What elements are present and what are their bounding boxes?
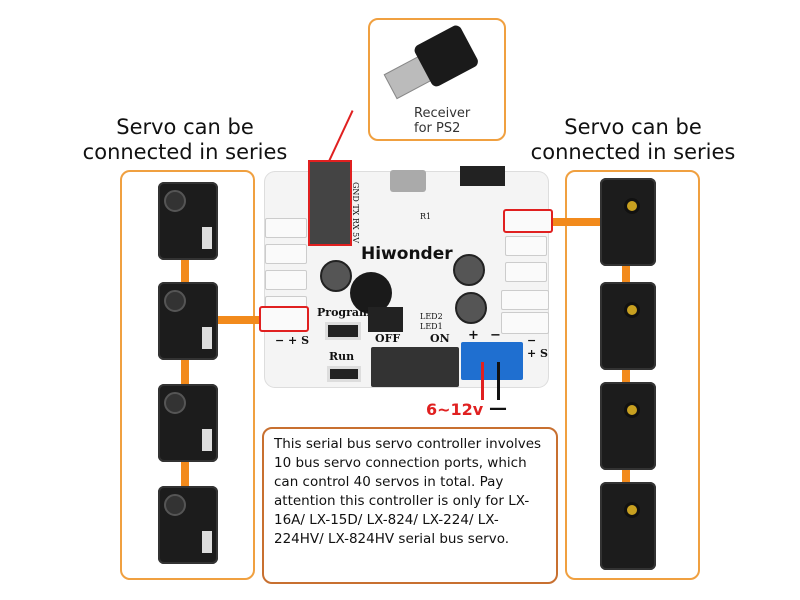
- positive-wire: [481, 362, 484, 400]
- servo-port-r2[interactable]: [505, 236, 547, 256]
- program-button[interactable]: [325, 322, 361, 340]
- pin-label: GND TX RX 5V: [351, 182, 360, 244]
- left-port-polarity: − + S: [275, 334, 310, 347]
- plus-label: +: [468, 328, 479, 343]
- servo-left-4: [158, 486, 218, 564]
- receiver-label: Receiver for PS2: [414, 106, 470, 136]
- servo-right-2: [600, 282, 656, 370]
- capacitor-2: [453, 254, 485, 286]
- negative-label: —: [489, 398, 507, 419]
- minus-label: −: [490, 328, 501, 343]
- usb-port: [390, 170, 426, 192]
- servo-right-3: [600, 382, 656, 470]
- right-title-line2: connected in series: [530, 140, 736, 164]
- switch-header: [460, 166, 505, 186]
- run-label: Run: [329, 350, 355, 363]
- right-port-polarity: − + S: [527, 334, 548, 360]
- controller-board: GND TX RX 5V R1 Hiwonder − + S Program L…: [259, 160, 553, 387]
- off-label: OFF: [375, 332, 401, 345]
- negative-wire: [497, 362, 500, 400]
- usb-receiver-image: [375, 16, 483, 111]
- right-servo-panel: [565, 170, 700, 580]
- capacitor-3: [455, 292, 487, 324]
- servo-left-2: [158, 282, 218, 360]
- r1-label: R1: [420, 212, 432, 221]
- left-title: Servo can be connected in series: [70, 115, 300, 165]
- servo-port-l3[interactable]: [265, 270, 307, 290]
- left-connection-cable: [200, 316, 265, 324]
- voltage-label: 6~12v: [426, 400, 484, 419]
- servo-left-3: [158, 384, 218, 462]
- servo-port-r4[interactable]: [501, 290, 549, 310]
- capacitor-1: [320, 260, 352, 292]
- servo-right-1: [600, 178, 656, 266]
- servo-port-l2[interactable]: [265, 244, 307, 264]
- servo-port-r5[interactable]: [501, 312, 549, 334]
- power-terminal: [461, 342, 523, 380]
- led2-label: LED2: [420, 312, 443, 321]
- brand-logo: Hiwonder: [361, 244, 453, 264]
- servo-left-1: [158, 182, 218, 260]
- right-title: Servo can be connected in series: [518, 115, 748, 165]
- run-button[interactable]: [327, 366, 361, 382]
- servo-port-l5-highlighted[interactable]: [259, 306, 309, 332]
- receiver-socket: [308, 160, 352, 246]
- led1-label: LED1: [420, 322, 443, 331]
- right-title-line1: Servo can be: [564, 115, 702, 139]
- on-label: ON: [430, 332, 450, 345]
- left-servo-panel: [120, 170, 255, 580]
- program-label: Program: [317, 306, 371, 319]
- left-title-line1: Servo can be: [116, 115, 254, 139]
- right-series-cable: [622, 200, 630, 540]
- description-box: This serial bus servo controller involve…: [262, 427, 558, 584]
- receiver-label-line2: for PS2: [414, 121, 461, 136]
- servo-right-4: [600, 482, 656, 570]
- left-series-cable: [181, 200, 189, 540]
- servo-port-r1-highlighted[interactable]: [503, 209, 553, 233]
- receiver-pointer-line: [328, 110, 354, 161]
- receiver-label-line1: Receiver: [414, 106, 471, 121]
- servo-port-l1[interactable]: [265, 218, 307, 238]
- receiver-panel: Receiver for PS2: [368, 18, 506, 141]
- right-connection-cable: [550, 218, 605, 226]
- servo-port-r3[interactable]: [505, 262, 547, 282]
- power-switch[interactable]: [371, 347, 459, 387]
- pin-header: [368, 307, 403, 332]
- left-title-line2: connected in series: [82, 140, 288, 164]
